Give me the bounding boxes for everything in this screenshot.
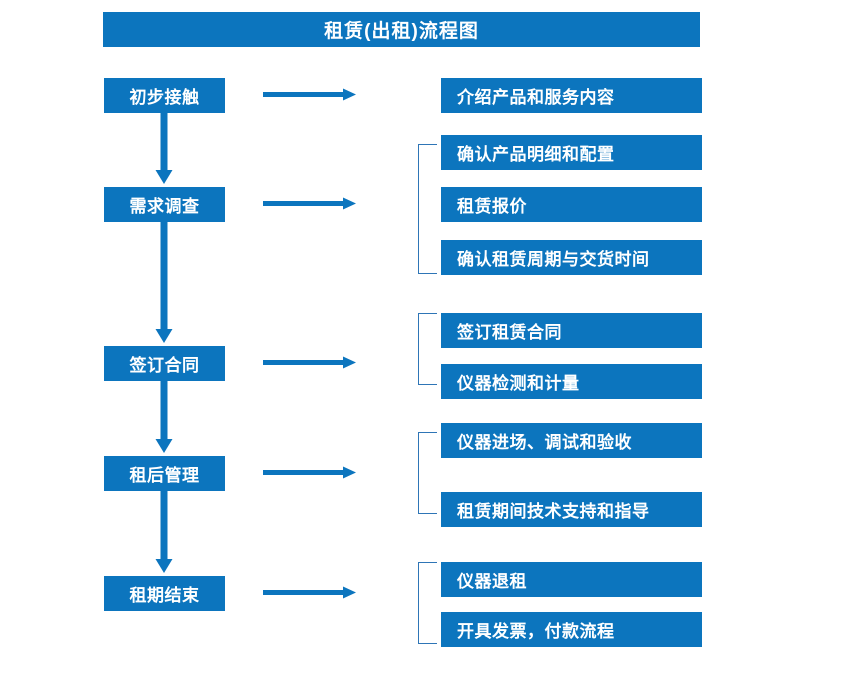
task-box-9[interactable]: 仪器退租 <box>441 562 702 597</box>
stage-box-2[interactable]: 需求调查 <box>104 187 225 222</box>
arrow-down-icon <box>155 113 173 184</box>
task-box-6[interactable]: 仪器检测和计量 <box>441 364 702 399</box>
horizontal-arrow-1 <box>263 86 357 104</box>
task-box-10[interactable]: 开具发票，付款流程 <box>441 612 702 647</box>
horizontal-arrow-4 <box>263 464 357 482</box>
task-box-1[interactable]: 介绍产品和服务内容 <box>441 78 702 113</box>
task-box-8[interactable]: 租赁期间技术支持和指导 <box>441 492 702 527</box>
diagram-title: 租赁(出租)流程图 <box>103 12 700 47</box>
stage-box-5[interactable]: 租期结束 <box>104 576 225 611</box>
group-bracket-1 <box>418 144 437 274</box>
task-box-4[interactable]: 确认租赁周期与交货时间 <box>441 240 702 275</box>
arrow-down-icon <box>155 491 173 573</box>
horizontal-arrow-5 <box>263 584 357 602</box>
arrow-down-icon <box>155 222 173 343</box>
task-box-2[interactable]: 确认产品明细和配置 <box>441 135 702 170</box>
group-bracket-2 <box>418 313 437 385</box>
task-box-7[interactable]: 仪器进场、调试和验收 <box>441 423 702 458</box>
arrow-down-icon <box>155 381 173 453</box>
vertical-arrow-2 <box>153 222 175 344</box>
task-box-5[interactable]: 签订租赁合同 <box>441 313 702 348</box>
horizontal-arrow-2 <box>263 195 357 213</box>
vertical-arrow-1 <box>153 113 175 185</box>
group-bracket-3 <box>418 432 437 514</box>
arrow-right-icon <box>263 197 356 210</box>
vertical-arrow-3 <box>153 381 175 454</box>
vertical-arrow-4 <box>153 491 175 574</box>
arrow-right-icon <box>263 356 356 369</box>
stage-box-1[interactable]: 初步接触 <box>104 78 225 113</box>
stage-box-4[interactable]: 租后管理 <box>104 456 225 491</box>
arrow-right-icon <box>263 88 356 101</box>
stage-box-3[interactable]: 签订合同 <box>104 346 225 381</box>
horizontal-arrow-3 <box>263 354 357 372</box>
task-box-3[interactable]: 租赁报价 <box>441 187 702 222</box>
arrow-right-icon <box>263 586 356 599</box>
group-bracket-4 <box>418 562 437 644</box>
arrow-right-icon <box>263 466 356 479</box>
